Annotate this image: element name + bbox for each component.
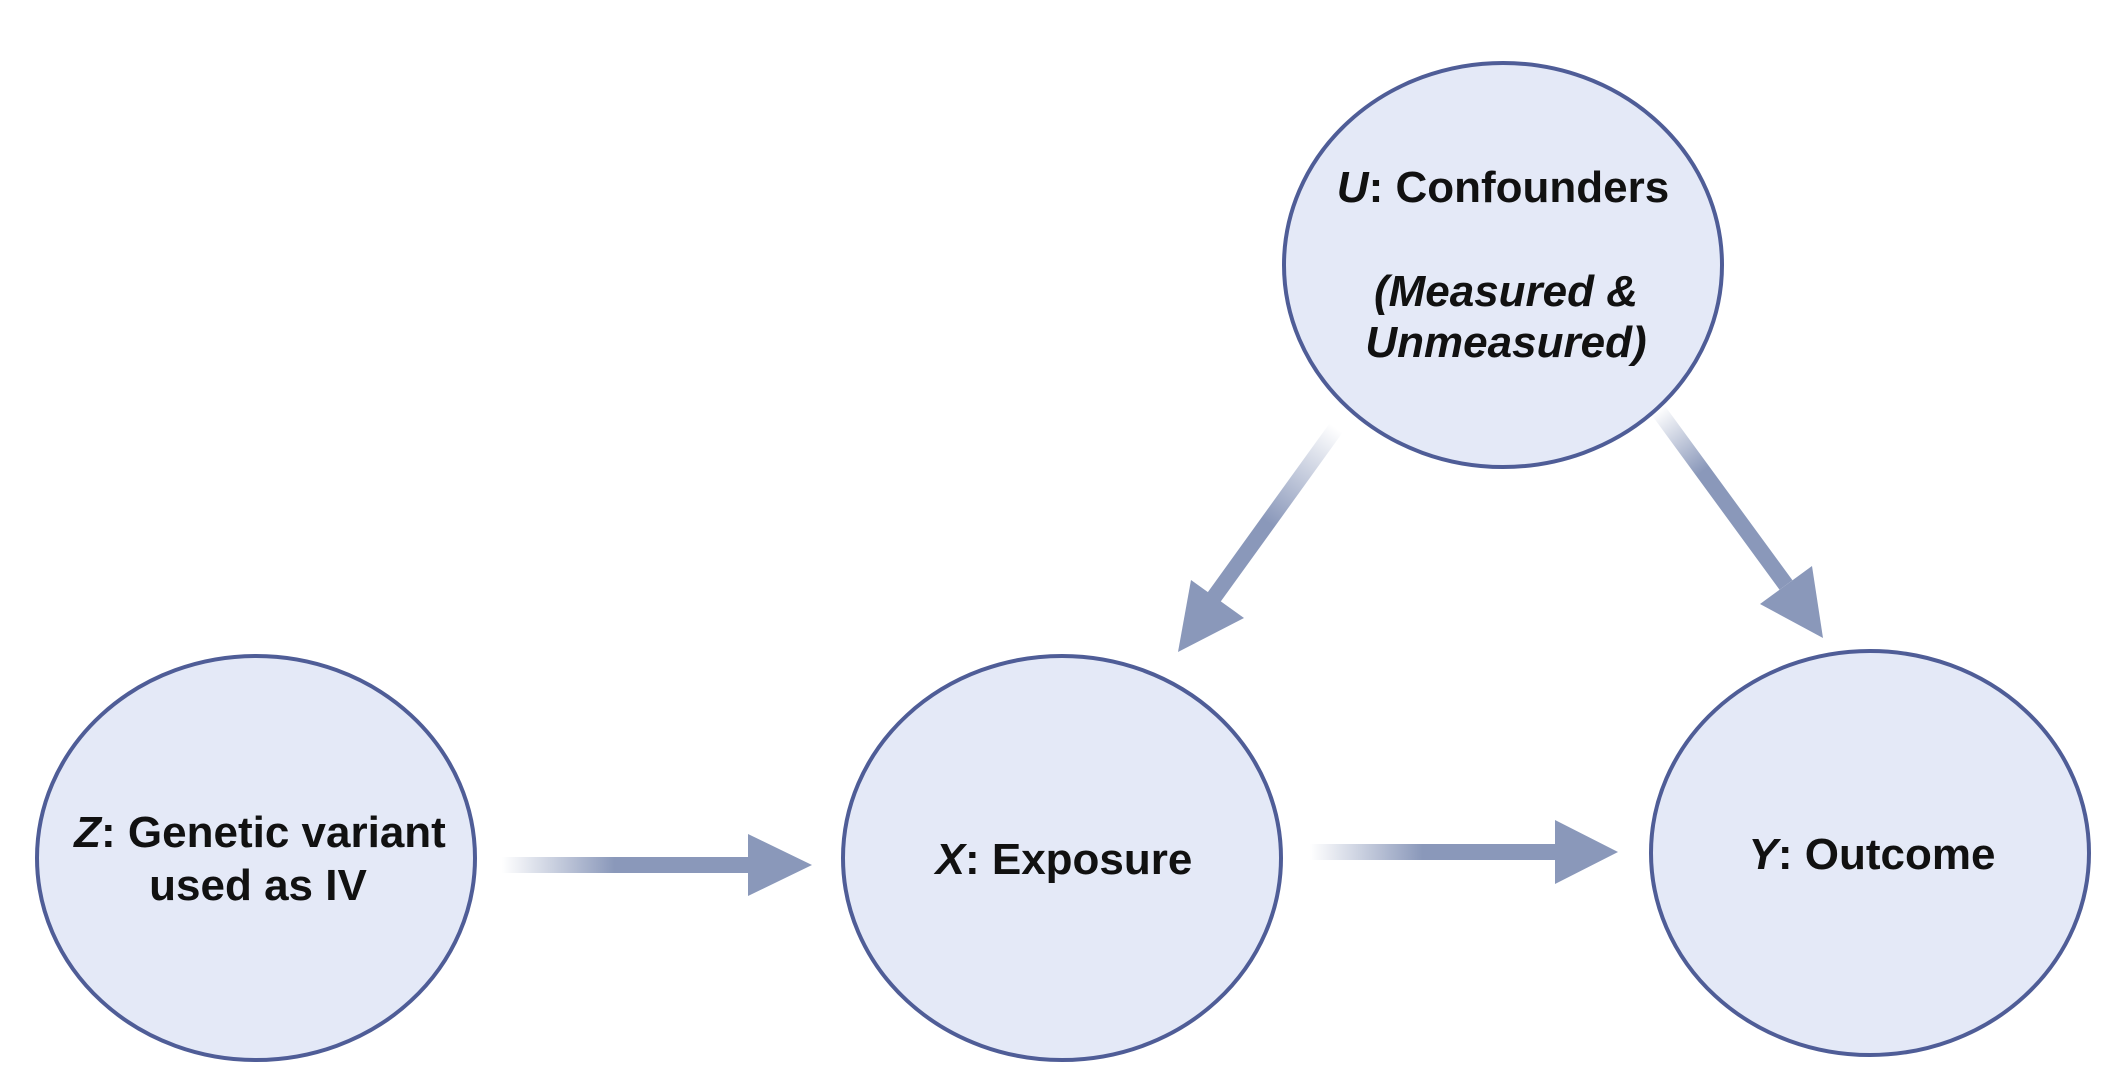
outcome-label-text: Y: Outcome xyxy=(1749,830,1996,879)
node-genetic-variant: Z: Genetic variant used as IV xyxy=(35,654,477,1062)
genetic-variant-line1: Z: Genetic variant xyxy=(72,808,446,857)
arrow-u-to-y-head xyxy=(1760,566,1823,638)
genetic-variant-line2: used as IV xyxy=(149,861,367,910)
node-confounders-ellipse xyxy=(1282,61,1724,469)
node-exposure: X: Exposure xyxy=(841,654,1283,1062)
node-genetic-variant-ellipse xyxy=(35,654,477,1062)
exposure-label: : Exposure xyxy=(965,835,1192,884)
arrow-x-to-y xyxy=(1310,820,1618,884)
exposure-label-text: X: Exposure xyxy=(933,835,1193,884)
node-outcome-ellipse xyxy=(1649,649,2091,1057)
arrow-u-to-y xyxy=(1651,405,1823,638)
node-outcome: Y: Outcome xyxy=(1649,649,2091,1057)
confounders-note-line2: Unmeasured) xyxy=(1365,318,1646,367)
arrow-u-to-x xyxy=(1178,423,1343,652)
outcome-var: Y xyxy=(1749,830,1782,879)
genetic-variant-var: Z xyxy=(72,808,103,857)
node-exposure-ellipse xyxy=(841,654,1283,1062)
outcome-label: : Outcome xyxy=(1778,830,1996,879)
node-confounders-title: U: Confounders xyxy=(1337,163,1669,212)
arrow-u-to-x-shaft xyxy=(1205,423,1343,605)
confounders-var: U xyxy=(1337,163,1370,212)
arrow-z-to-x-head xyxy=(748,834,812,896)
arrow-z-to-x xyxy=(502,834,812,896)
arrow-z-to-x-shaft xyxy=(502,857,752,873)
confounders-label: : Confounders xyxy=(1369,163,1670,212)
arrow-x-to-y-shaft xyxy=(1310,844,1560,860)
arrow-u-to-x-head xyxy=(1178,580,1244,652)
genetic-variant-label: : Genetic variant xyxy=(101,808,446,857)
confounders-note-line1: (Measured & xyxy=(1374,267,1638,316)
arrow-x-to-y-head xyxy=(1555,820,1618,884)
arrow-u-to-y-shaft xyxy=(1651,405,1793,590)
node-confounders: U: Confounders (Measured & Unmeasured) xyxy=(1282,61,1724,469)
exposure-var: X xyxy=(933,835,968,884)
